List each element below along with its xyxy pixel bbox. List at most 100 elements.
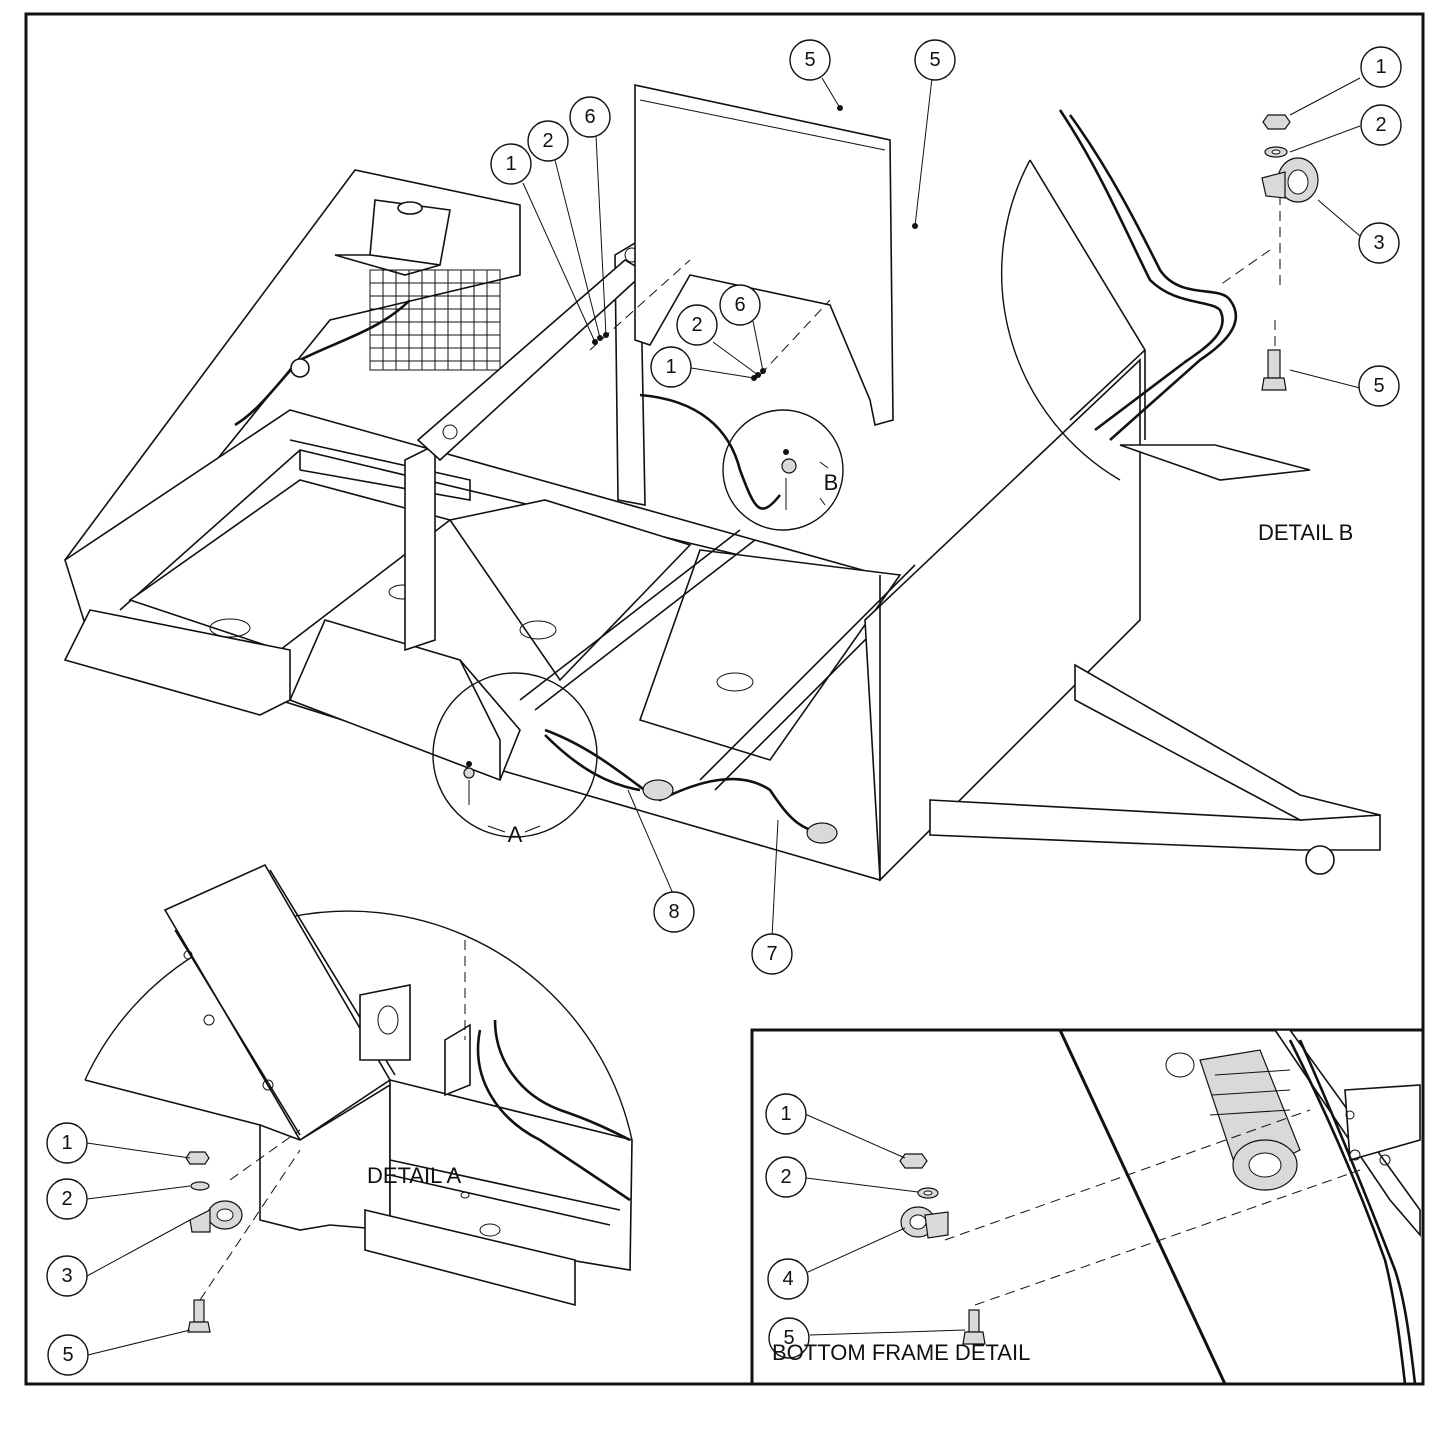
detail-b-small-hardware	[781, 449, 797, 510]
detail-b-cable-1	[1068, 114, 1238, 441]
detail-a-arc	[84, 910, 633, 1141]
svg-text:2: 2	[691, 314, 702, 336]
detail-b-leaders	[1289, 77, 1361, 389]
detail-a-washer-icon	[190, 1181, 210, 1191]
callout-b-2: 2	[1360, 104, 1402, 146]
svg-text:1: 1	[61, 1132, 72, 1154]
detail-a-leaders	[86, 1142, 191, 1356]
detail-b-washer-icon	[1264, 146, 1288, 158]
right-side-wall	[864, 358, 1141, 882]
front-center-box	[288, 619, 521, 782]
bottom-frame-nut-icon	[899, 1153, 928, 1169]
svg-text:5: 5	[62, 1344, 73, 1366]
svg-text:5: 5	[783, 1327, 794, 1349]
detail-b-cable-2	[1058, 109, 1224, 432]
grille	[369, 269, 501, 371]
svg-text:1: 1	[1375, 56, 1386, 78]
detail-a-nut-icon	[185, 1151, 210, 1165]
callout-b-1: 1	[1360, 46, 1402, 88]
detail-a-tab	[359, 984, 411, 1061]
detail-a-dashed	[199, 940, 466, 1301]
svg-text:8: 8	[668, 901, 679, 923]
bottom-frame-leaders	[804, 1113, 966, 1336]
floor-rails	[519, 529, 931, 791]
bottom-frame-cable-2	[1298, 1039, 1417, 1385]
svg-text:2: 2	[1375, 114, 1386, 136]
outer-border	[24, 12, 1425, 1386]
callout-bf-2: 2	[765, 1156, 807, 1198]
connector-8	[642, 779, 674, 801]
front-bumper	[63, 609, 291, 716]
view-b-letter: B	[824, 470, 839, 495]
svg-text:3: 3	[1373, 232, 1384, 254]
bottom-frame-bracket	[1344, 1084, 1421, 1162]
callout-main-2b: 2	[676, 304, 718, 346]
svg-text:3: 3	[61, 1265, 72, 1287]
floor-plate-3	[638, 549, 902, 761]
detail-a-bottom-flange	[364, 1208, 576, 1307]
detail-a: 1 2 3 5 DETAIL A	[46, 863, 633, 1376]
detail-a-corner-block	[259, 1083, 391, 1231]
svg-text:6: 6	[734, 294, 745, 316]
detail-b-title: DETAIL B	[1258, 520, 1353, 545]
detail-b-clamp-icon	[1261, 157, 1319, 203]
bottom-frame-cable-1	[1288, 1039, 1407, 1385]
svg-text:5: 5	[929, 49, 940, 71]
callout-a-3: 3	[46, 1255, 88, 1297]
svg-text:5: 5	[804, 49, 815, 71]
callout-main-top-5b: 5	[914, 39, 956, 81]
svg-text:7: 7	[766, 943, 777, 965]
callout-main-1b: 1	[650, 346, 692, 388]
left-upright	[404, 443, 436, 652]
cable-connector-left	[290, 358, 310, 378]
detail-b-bracket	[1119, 444, 1311, 481]
cable-lower-7	[544, 728, 831, 837]
view-b-arrows	[819, 461, 829, 506]
svg-text:1: 1	[665, 356, 676, 378]
svg-text:4: 4	[782, 1268, 793, 1290]
detail-a-clamp-icon	[189, 1200, 243, 1233]
control-box-knob	[397, 201, 423, 215]
callout-a-5: 5	[47, 1334, 89, 1376]
detail-b-bolt-icon	[1261, 349, 1287, 391]
callout-main-6a: 6	[569, 96, 611, 138]
floor-plate-2	[448, 499, 692, 682]
hitch-arm-side	[1074, 663, 1381, 821]
detail-a-cable-1	[476, 1029, 631, 1202]
detail-a-cable-2	[493, 1019, 631, 1142]
bottom-frame-bolt-icon	[962, 1309, 986, 1345]
view-a-arrows	[487, 825, 541, 833]
bottom-frame-dashed	[944, 1109, 1361, 1306]
view-a-letter: A	[508, 822, 523, 847]
detail-b-circle	[722, 409, 844, 531]
callout-bf-4: 4	[767, 1258, 809, 1300]
svg-text:2: 2	[780, 1166, 791, 1188]
detail-b-arc	[1000, 159, 1121, 481]
back-panel	[634, 84, 894, 427]
callout-main-top-5a: 5	[789, 39, 831, 81]
detail-a-small-hardware	[463, 761, 475, 805]
bottom-frame-detail: 1 2 4 5 BOTTOM FRAME DETAIL	[750, 1028, 1425, 1386]
callout-main-7: 7	[751, 933, 793, 975]
svg-text:6: 6	[584, 106, 595, 128]
svg-text:2: 2	[542, 130, 553, 152]
callout-main-2a: 2	[527, 120, 569, 162]
detail-a-frame-face	[389, 1078, 633, 1271]
callout-a-2: 2	[46, 1178, 88, 1220]
callout-a-1: 1	[46, 1122, 88, 1164]
callout-b-5: 5	[1358, 365, 1400, 407]
main-callouts: 5 5 1 2 6 2 6 1 8 7	[490, 39, 956, 975]
detail-a-circle	[432, 672, 598, 838]
bottom-frame-clamp-icon	[900, 1206, 949, 1239]
callout-main-1a: 1	[490, 143, 532, 185]
hitch-wheel	[1305, 845, 1335, 875]
detail-a-clip-bracket	[444, 1023, 471, 1097]
detail-a-bolt-icon	[187, 1299, 211, 1333]
callout-bf-5: 5	[768, 1317, 810, 1359]
callout-b-3: 3	[1358, 222, 1400, 264]
callout-bf-1: 1	[765, 1093, 807, 1135]
svg-text:1: 1	[505, 153, 516, 175]
connector-7	[806, 822, 838, 844]
main-assembly: A B	[63, 77, 1381, 939]
